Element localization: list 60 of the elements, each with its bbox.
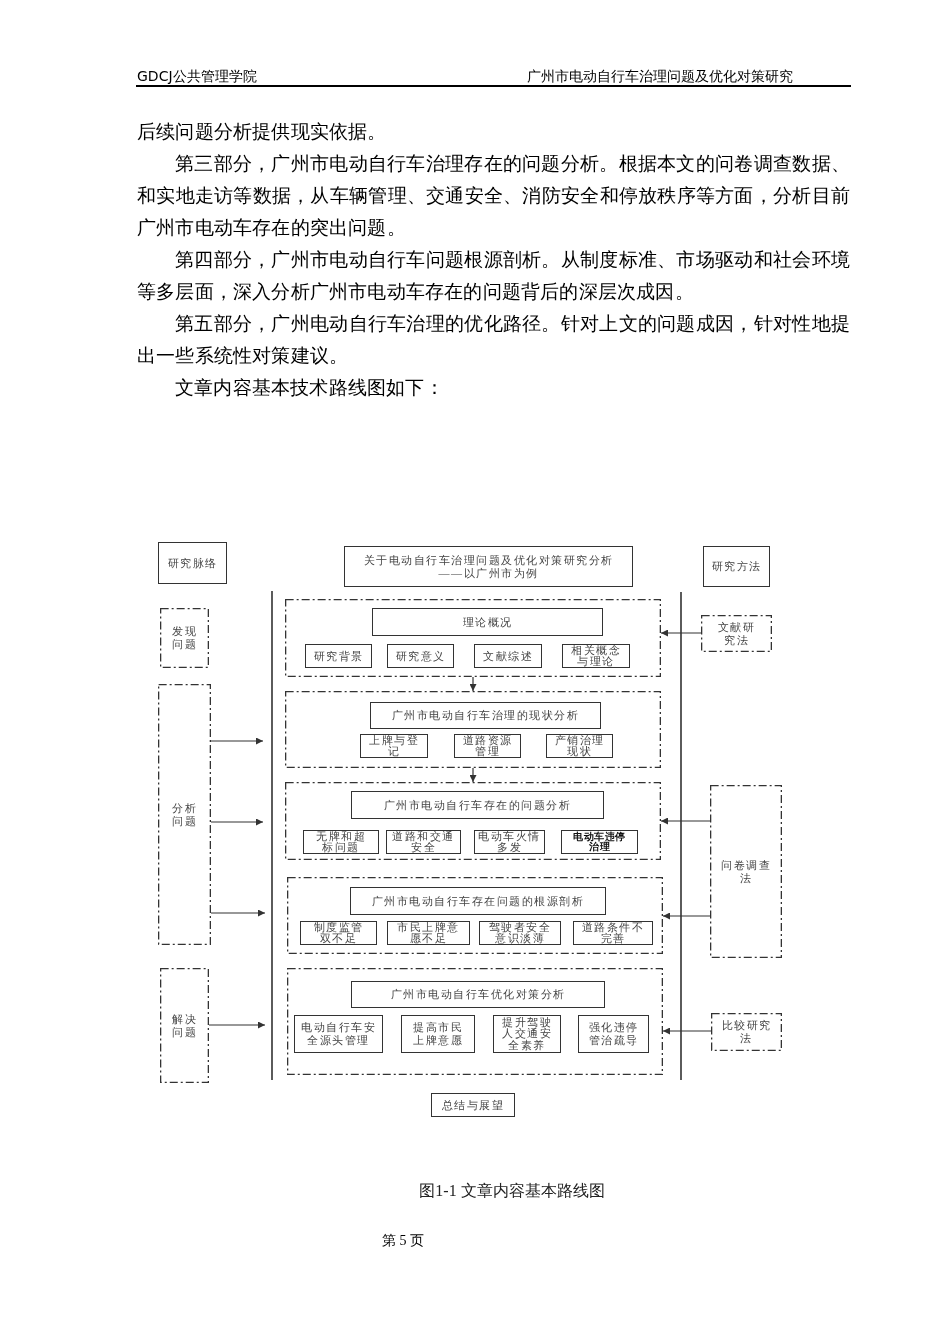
paragraph: 第四部分，广州市电动自行车问题根源剖析。从制度标准、市场驱动和社会环境等多层面，深入分析广州市电动车存在的问题背后的深层次成因。 [137,248,850,304]
summary-box: 总结与展望 [431,1093,515,1117]
topic-box: 相关概念与理论 [562,644,630,668]
topic-box: 制度监管双不足 [300,921,377,945]
section-title-box: 理论概况 [372,608,603,636]
header-text: 广州市电动自行车治理问题及优化对策研究 [527,68,793,85]
topic-box: 研究背景 [305,644,372,668]
stage-box: 分析问题 [158,684,211,945]
dashed-frame [285,599,661,677]
topic-box: 上牌与登记 [360,734,428,758]
header-text: GDCJ公共管理学院 [137,68,257,85]
arrow [210,909,266,917]
arrow [208,1021,266,1029]
dashed-frame [287,877,663,954]
topic-box: 驾驶者安全意识淡薄 [479,921,561,945]
subtitle-text: ——以广州市为例 [438,566,539,580]
title-box [344,546,633,587]
topic-box: 无牌和超标问题 [303,830,379,854]
topic-box: 道路和交通安全 [386,830,461,854]
arrow [660,817,711,825]
stage-box: 解决问题 [160,968,209,1083]
topic-box: 强化违停管治疏导 [578,1015,649,1053]
topic-box: 道路资源管理 [454,734,521,758]
dashed-frame [287,968,663,1075]
arrow [662,1027,712,1035]
arrow [469,767,477,783]
topic-box: 文献综述 [474,644,542,668]
section-title-box: 广州市电动自行车存在的问题分析 [351,791,604,819]
topic-box: 市民上牌意愿不足 [387,921,470,945]
arrow [210,737,264,745]
topic-box: 研究意义 [387,644,454,668]
topic-box: 电动自行车安全源头管理 [294,1015,383,1053]
topic-box: 道路条件不完善 [573,921,653,945]
section-title-box: 广州市电动自行车存在问题的根源剖析 [350,887,606,915]
figure-caption: 图1-1 文章内容基本路线图 [419,1181,605,1201]
topic-box: 提高市民上牌意愿 [401,1015,475,1053]
arrow [660,629,702,637]
topic-box: 产销治理现状 [546,734,613,758]
arrow [210,818,264,826]
heading-box: 研究方法 [703,546,770,587]
paragraph: 第五部分，广州电动自行车治理的优化路径。针对上文的问题成因，针对性地提出一些系统性对策建议。 [137,312,850,368]
arrow [662,912,711,920]
method-box: 比较研究法 [711,1013,782,1051]
arrow [469,676,477,692]
dashed-frame [285,782,661,860]
topic-box: 电动车违停治理 [561,830,638,854]
paragraph: 第三部分，广州市电动自行车治理存在的问题分析。根据本文的问卷调查数据、和实地走访等数据，从车辆管理、交通安全、消防安全和停放秩序等方面，分析目前广州市电动车存在的突出问题。 [137,152,850,240]
topic-box: 电动车火情多发 [474,830,545,854]
section-title-box: 广州市电动自行车治理的现状分析 [370,702,601,729]
heading-box: 研究脉络 [158,542,227,584]
title-text: 关于电动自行车治理问题及优化对策研究分析 [363,553,614,567]
paragraph: 文章内容基本技术路线图如下： [174,376,445,400]
paragraph: 后续问题分析提供现实依据。 [137,120,388,144]
method-box: 问卷调查法 [710,785,782,958]
dashed-frame [285,691,661,768]
section-title-box: 广州市电动自行车优化对策分析 [351,981,605,1008]
topic-box: 提升驾驶人交通安全素养 [493,1015,561,1053]
stage-box: 发现问题 [160,608,209,668]
page-number: 第 5 页 [382,1233,424,1250]
method-box: 文献研究法 [701,615,772,652]
